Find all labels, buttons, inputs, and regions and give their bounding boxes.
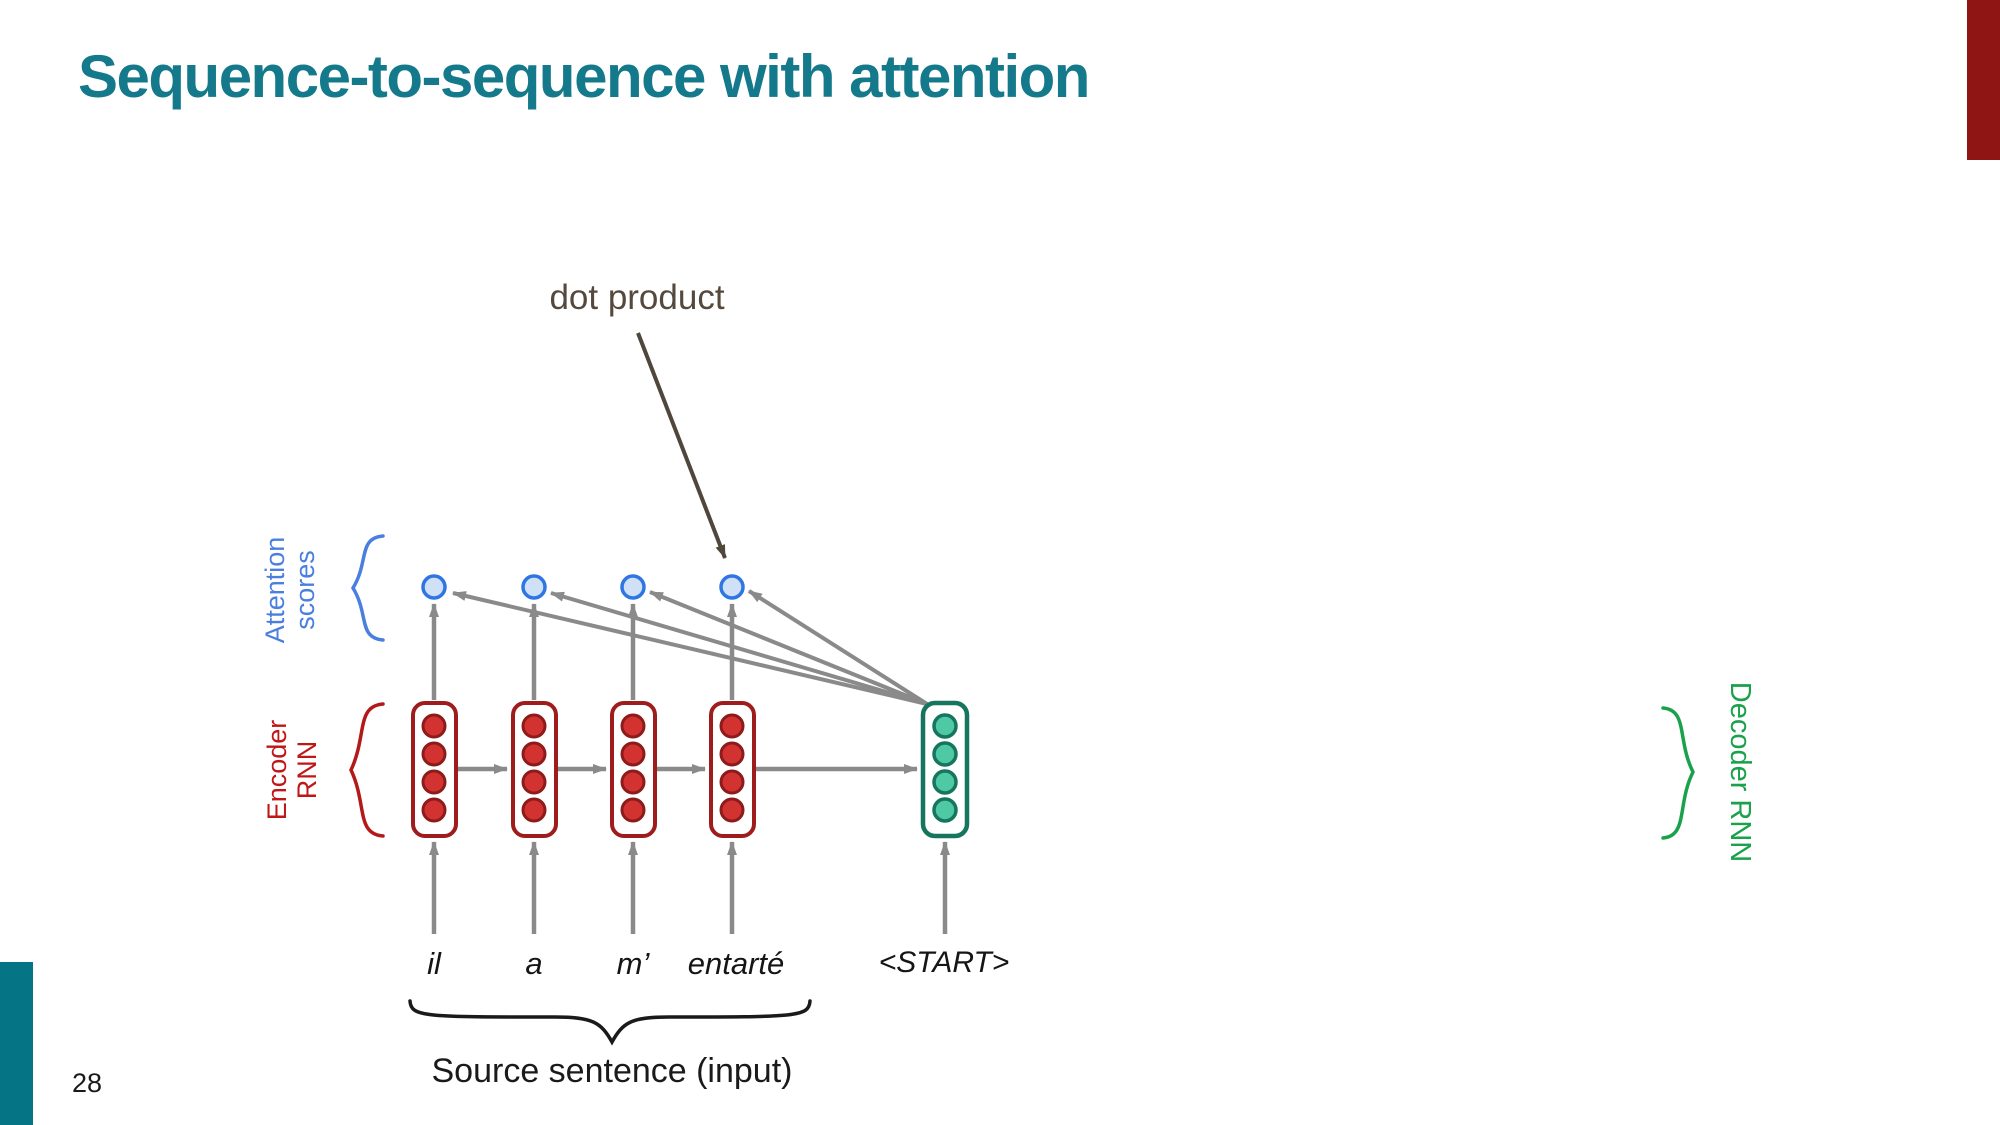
attention-fan-arrows xyxy=(452,589,929,706)
bottom-left-accent-bar xyxy=(0,962,33,1125)
attention-scores-label-line2: scores xyxy=(290,550,321,630)
source-sentence-label: Source sentence (input) xyxy=(431,1052,793,1090)
source-word-il: il xyxy=(427,946,441,981)
encoder-state-2 xyxy=(511,701,558,838)
dot-product-label: dot product xyxy=(549,278,725,317)
decoder-hidden-state xyxy=(920,700,970,839)
attention-score-dot-2 xyxy=(521,574,547,600)
source-word-entarte: entarté xyxy=(687,946,785,981)
encoder-rnn-label: Encoder RNN xyxy=(262,685,342,855)
decoder-rnn-brace xyxy=(1661,706,1695,840)
attention-score-dot-3 xyxy=(620,574,646,600)
top-right-accent-bar xyxy=(1967,0,2000,160)
encoder-hidden-states xyxy=(411,701,756,838)
attention-scores-brace xyxy=(350,534,385,642)
encoder-rnn-brace xyxy=(349,702,385,838)
decoder-rnn-label: Decoder RNN xyxy=(1724,681,1756,863)
encoder-to-score-arrows xyxy=(429,603,737,700)
encoder-state-1 xyxy=(411,701,458,838)
encoder-rnn-label-line2: RNN xyxy=(292,740,323,800)
encoder-state-units xyxy=(421,713,745,823)
page-number: 28 xyxy=(72,1068,103,1098)
attention-score-dot-4 xyxy=(719,574,745,600)
source-sentence-brace xyxy=(408,999,812,1046)
encoder-state-4 xyxy=(709,701,756,838)
attention-score-dot-1 xyxy=(421,574,447,600)
attention-scores-label: Attention scores xyxy=(260,505,340,675)
encoder-rnn-label-line1: Encoder xyxy=(262,719,292,821)
encoder-state-3 xyxy=(610,701,657,838)
source-word-a: a xyxy=(525,946,543,981)
source-word-m: m’ xyxy=(616,946,650,981)
attention-scores-label-line1: Attention xyxy=(260,536,290,644)
page-title: Sequence-to-sequence with attention xyxy=(78,43,1090,110)
input-arrows xyxy=(429,841,950,934)
dot-product-arrow xyxy=(636,332,727,559)
attention-score-dots xyxy=(421,574,745,600)
start-token-label: <START> xyxy=(878,946,1010,979)
